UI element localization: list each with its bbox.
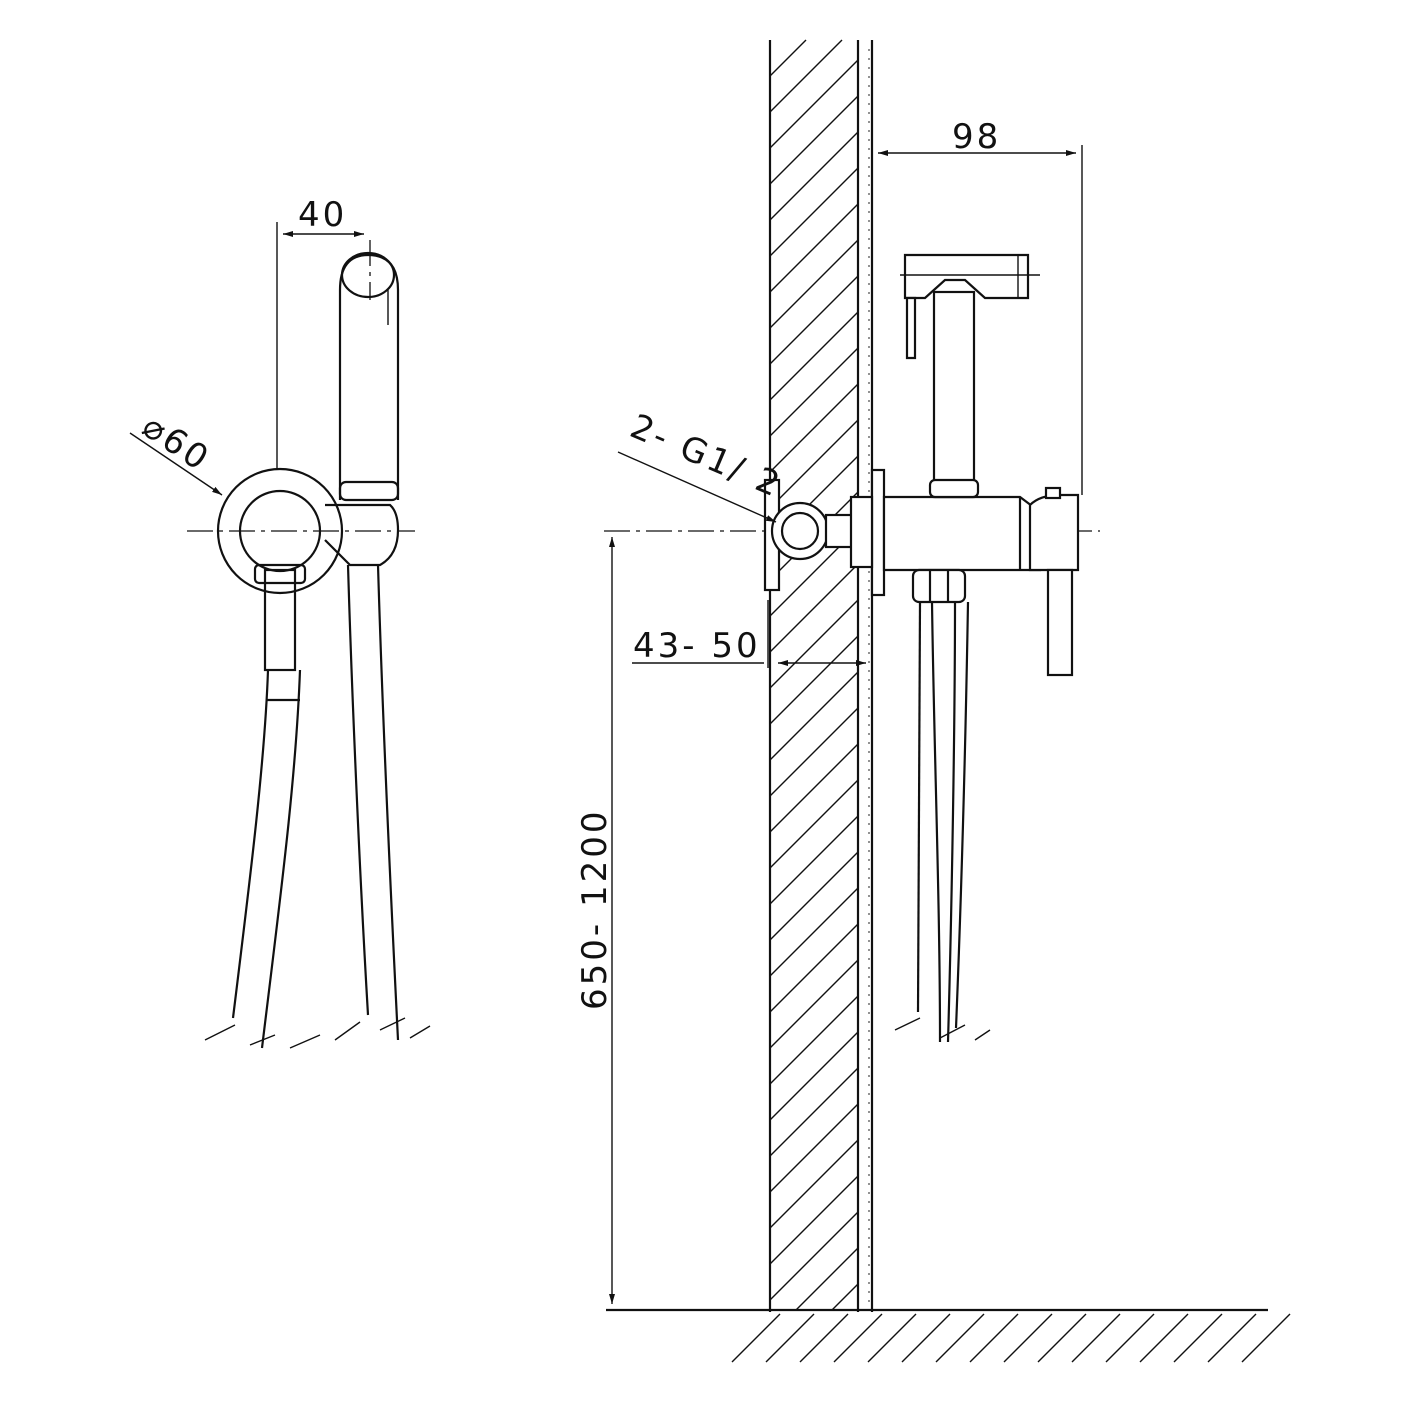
- side-view: 98 2- G1/ 2 43- 50 650- 1200: [575, 117, 1100, 1304]
- dim-wall-depth-label: 43- 50: [633, 626, 761, 666]
- front-view: 40 ⌀60: [129, 195, 431, 1049]
- floor-section: [606, 1308, 1291, 1363]
- escutcheon-circle: [216, 467, 344, 595]
- dim-diameter-label: ⌀60: [135, 406, 218, 480]
- wall-section: [768, 39, 874, 1312]
- dim-projection-label: 98: [952, 117, 1001, 157]
- dim-height-label: 650- 1200: [575, 809, 615, 1011]
- dim-width-label: 40: [298, 195, 347, 235]
